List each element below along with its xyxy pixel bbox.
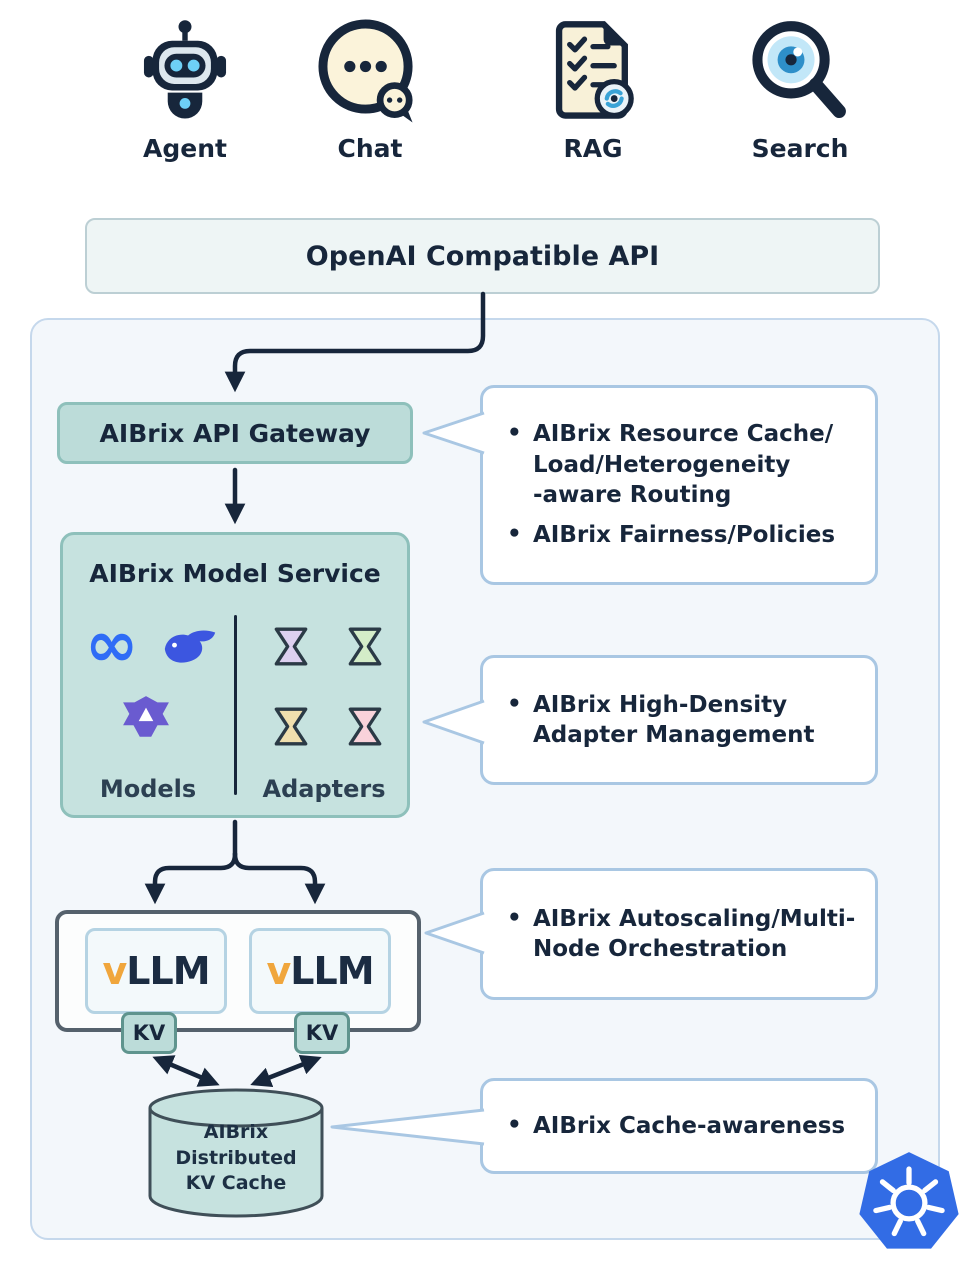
client-search: Search bbox=[725, 10, 875, 163]
callout-bullet: AIBrix High-Density Adapter Management bbox=[503, 689, 815, 751]
kv-cache-tag-right: KV bbox=[294, 1012, 350, 1054]
callout-autoscaling: AIBrix Autoscaling/Multi- Node Orchestra… bbox=[480, 868, 878, 1000]
vllm-engine-left: vLLM bbox=[85, 928, 227, 1014]
adapters-column-label: Adapters bbox=[262, 775, 386, 803]
callout-cache-awareness: AIBrix Cache-awareness bbox=[480, 1078, 878, 1174]
callout-routing: AIBrix Resource Cache/ Load/Heterogeneit… bbox=[480, 385, 878, 585]
callout-adapter-management: AIBrix High-Density Adapter Management bbox=[480, 655, 878, 785]
adapter-hourglass-icon bbox=[345, 705, 385, 752]
meta-infinity-logo bbox=[85, 613, 138, 677]
callout-bullet: AIBrix Autoscaling/Multi- Node Orchestra… bbox=[503, 903, 855, 965]
rag-document-icon bbox=[518, 10, 668, 132]
cylinder-shape bbox=[148, 1088, 324, 1218]
model-service-title: AIBrix Model Service bbox=[89, 559, 381, 588]
callout-bullet: AIBrix Resource Cache/ Load/Heterogeneit… bbox=[503, 418, 835, 510]
client-chat: Chat bbox=[295, 10, 445, 163]
callout-cache-list: AIBrix Cache-awareness bbox=[503, 1110, 845, 1141]
client-rag: RAG bbox=[518, 10, 668, 163]
models-adapters-divider bbox=[234, 615, 237, 795]
openai-api-banner: OpenAI Compatible API bbox=[85, 218, 880, 294]
vllm-logo-label: vLLM bbox=[266, 949, 374, 993]
callout-bullet: AIBrix Fairness/Policies bbox=[503, 519, 835, 550]
model-service-node: AIBrix Model Service bbox=[60, 532, 410, 818]
api-gateway-label: AIBrix API Gateway bbox=[99, 418, 371, 448]
api-gateway-node: AIBrix API Gateway bbox=[57, 402, 413, 464]
client-agent: Agent bbox=[110, 10, 260, 163]
models-column-label: Models bbox=[99, 775, 197, 803]
adapter-hourglass-icon bbox=[271, 625, 311, 672]
callout-routing-list: AIBrix Resource Cache/ Load/Heterogeneit… bbox=[503, 418, 835, 550]
inference-cluster-node: vLLM vLLM bbox=[55, 910, 421, 1032]
adapter-hourglass-icon bbox=[271, 705, 311, 752]
chat-bubble-icon bbox=[295, 10, 445, 132]
callout-bullet: AIBrix Cache-awareness bbox=[503, 1110, 845, 1141]
callout-adapter-list: AIBrix High-Density Adapter Management bbox=[503, 689, 815, 751]
client-label-agent: Agent bbox=[143, 134, 227, 163]
kv-cache-tag-left: KV bbox=[121, 1012, 177, 1054]
qwen-logo bbox=[121, 693, 171, 746]
vllm-logo-label: vLLM bbox=[102, 949, 210, 993]
client-label-chat: Chat bbox=[337, 134, 403, 163]
kubernetes-logo bbox=[856, 1150, 962, 1256]
vllm-engine-right: vLLM bbox=[249, 928, 391, 1014]
callout-autoscaling-list: AIBrix Autoscaling/Multi- Node Orchestra… bbox=[503, 903, 855, 965]
kv-cache-label: AIBrix Distributed KV Cache bbox=[175, 1121, 297, 1195]
distributed-kv-cache-node: AIBrix Distributed KV Cache bbox=[146, 1086, 326, 1220]
adapter-hourglass-icon bbox=[345, 625, 385, 672]
deepseek-whale-logo bbox=[159, 627, 221, 674]
client-label-rag: RAG bbox=[563, 134, 623, 163]
robot-agent-icon bbox=[110, 10, 260, 132]
openai-api-banner-label: OpenAI Compatible API bbox=[305, 240, 660, 272]
search-magnifier-icon bbox=[725, 10, 875, 132]
client-label-search: Search bbox=[751, 134, 849, 163]
